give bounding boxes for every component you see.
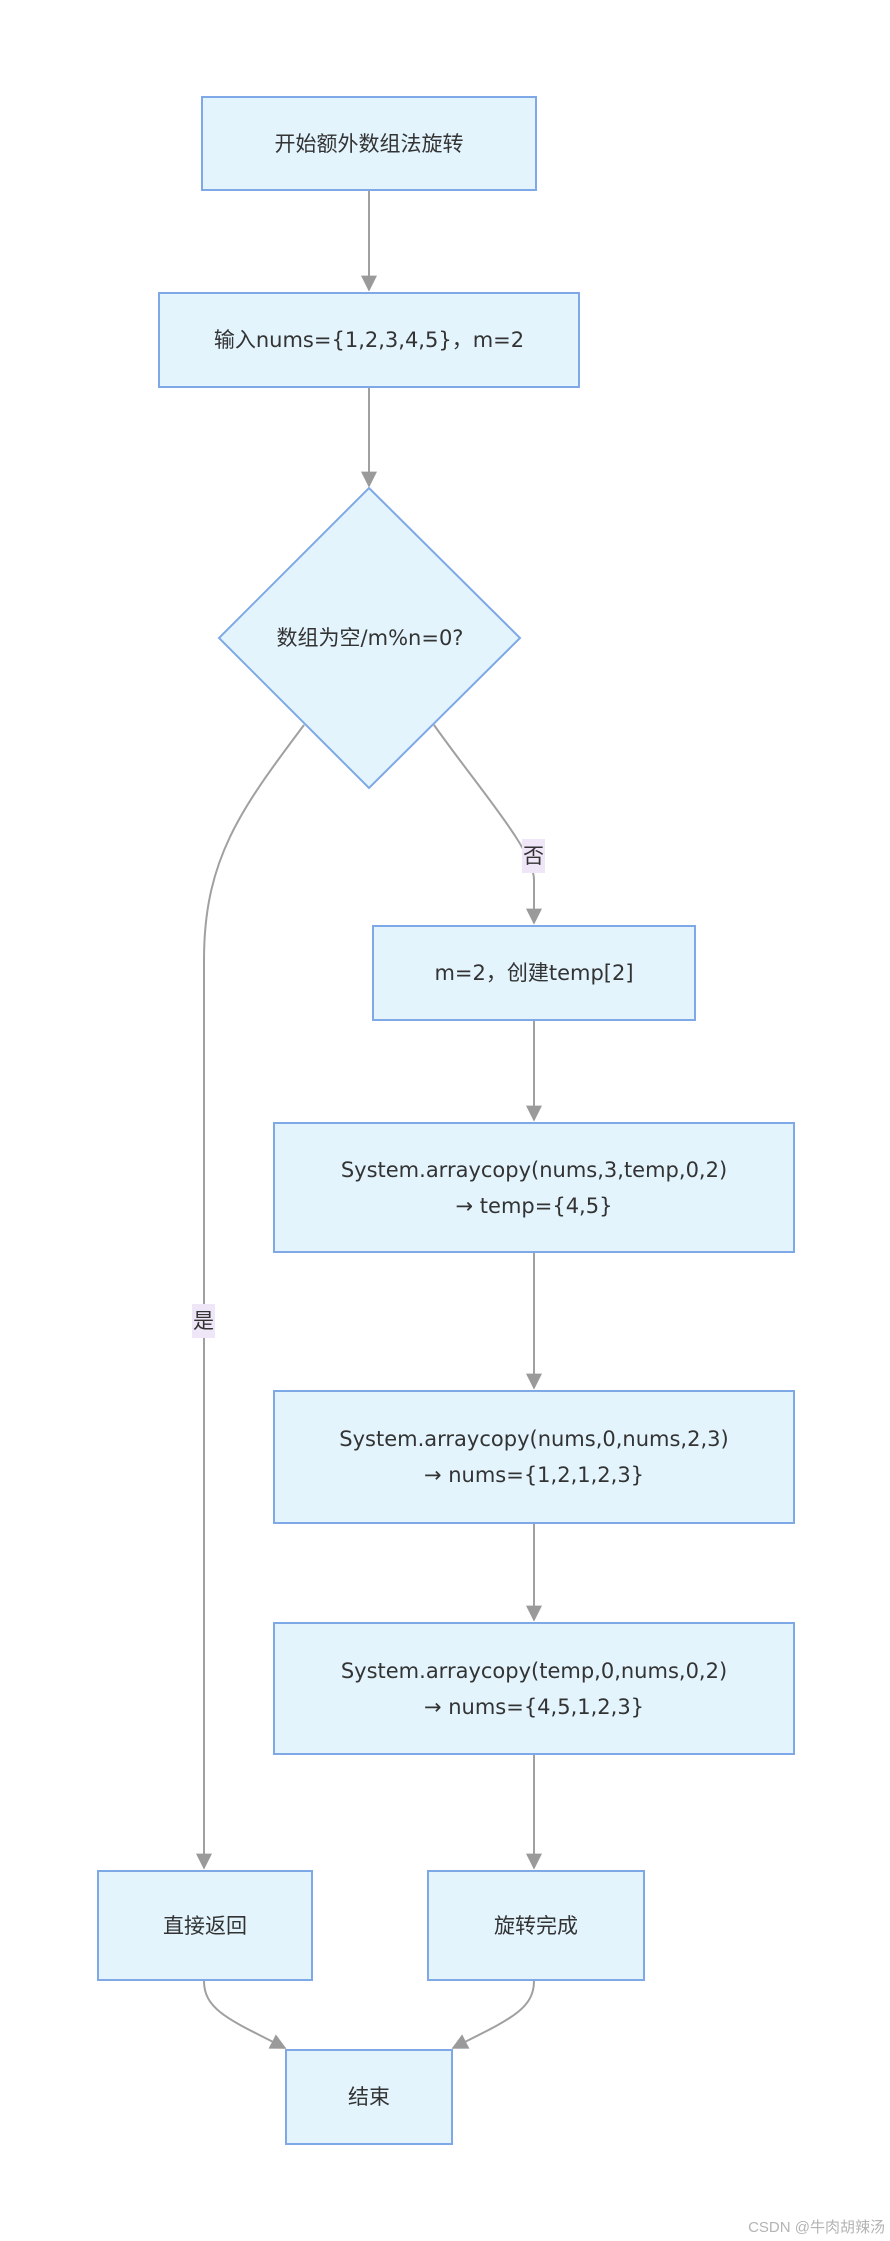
create-temp-label: m=2，创建temp[2] bbox=[434, 961, 634, 985]
copy-step-3-node: System.arraycopy(temp,0,nums,0,2) → nums… bbox=[273, 1622, 795, 1755]
edge-done-to-end bbox=[451, 1980, 535, 2049]
copy-step-3-line1: System.arraycopy(temp,0,nums,0,2) bbox=[340, 1658, 728, 1683]
return-node-label: 直接返回 bbox=[163, 1913, 247, 1938]
yes-edge-label: 是 bbox=[192, 1304, 215, 1338]
end-node-label: 结束 bbox=[348, 2085, 390, 2109]
no-edge-label: 否 bbox=[522, 839, 545, 873]
decision-node-label: 数组为空/m%n=0? bbox=[276, 626, 464, 650]
create-temp-node: m=2，创建temp[2] bbox=[372, 925, 696, 1021]
edge-decision-no bbox=[433, 724, 542, 925]
input-node: 输入nums={1,2,3,4,5}，m=2 bbox=[158, 292, 580, 388]
edge-return-to-end bbox=[203, 1980, 287, 2049]
edge-decision-yes bbox=[196, 724, 305, 1870]
copy-step-2-line2: → nums={1,2,1,2,3} bbox=[423, 1463, 645, 1487]
copy-step-1-node: System.arraycopy(nums,3,temp,0,2) → temp… bbox=[273, 1122, 795, 1253]
return-node: 直接返回 bbox=[97, 1870, 313, 1981]
watermark: CSDN @牛肉胡辣汤 bbox=[748, 2219, 885, 2236]
input-node-label: 输入nums={1,2,3,4,5}，m=2 bbox=[213, 328, 525, 352]
start-node: 开始额外数组法旋转 bbox=[201, 96, 537, 191]
copy-step-2-line1: System.arraycopy(nums,0,nums,2,3) bbox=[339, 1427, 729, 1451]
end-node: 结束 bbox=[285, 2049, 453, 2145]
start-node-label: 开始额外数组法旋转 bbox=[274, 131, 464, 156]
copy-step-1-line1: System.arraycopy(nums,3,temp,0,2) bbox=[340, 1157, 728, 1182]
copy-step-1-line2: → temp={4,5} bbox=[455, 1193, 613, 1218]
copy-step-3-line2: → nums={4,5,1,2,3} bbox=[423, 1694, 645, 1719]
copy-step-2-node: System.arraycopy(nums,0,nums,2,3) → nums… bbox=[273, 1390, 795, 1524]
done-node-label: 旋转完成 bbox=[494, 1913, 578, 1938]
decision-diamond bbox=[217, 486, 522, 790]
done-node: 旋转完成 bbox=[427, 1870, 645, 1981]
